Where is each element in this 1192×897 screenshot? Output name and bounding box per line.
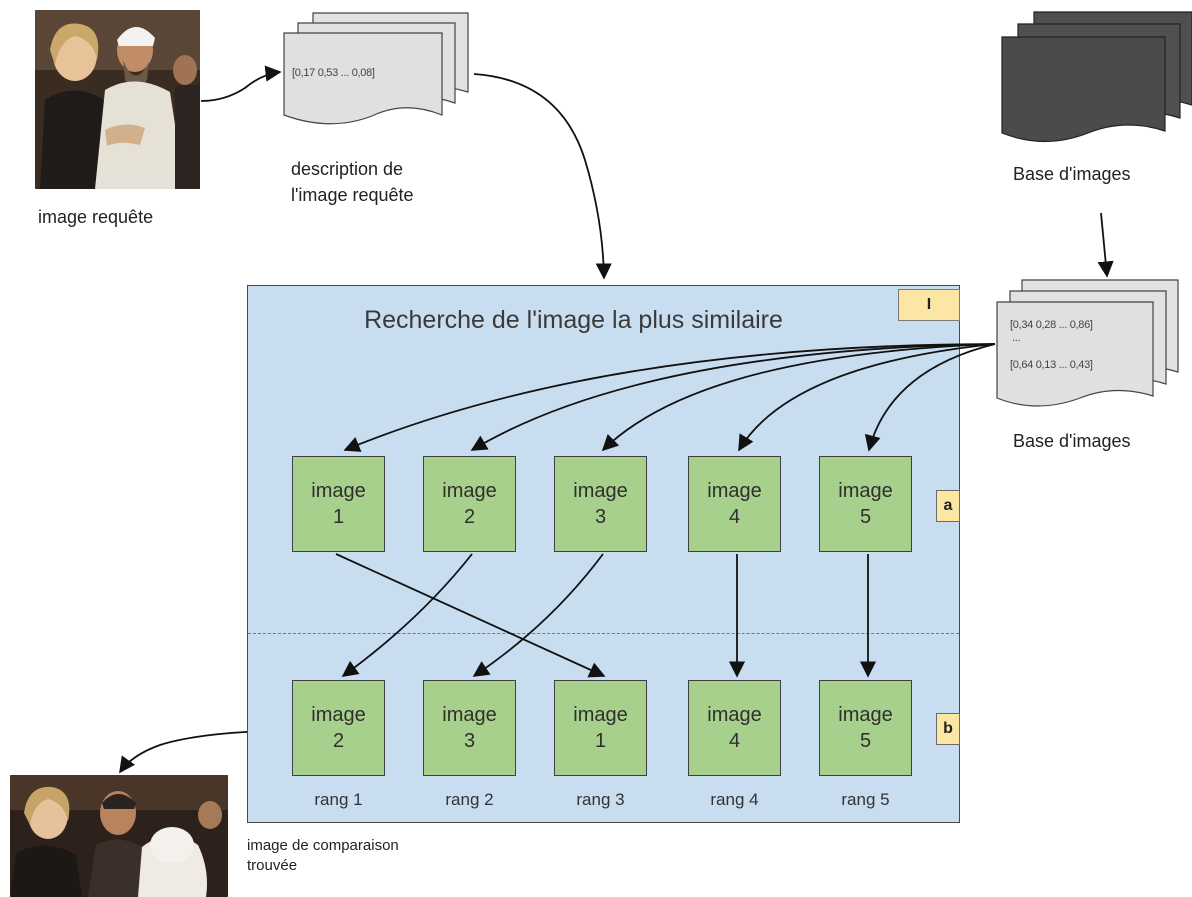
row-a-image-5: image 5 [819,456,912,552]
box-number: 1 [332,506,345,528]
box-number: 2 [463,506,476,528]
box-word: image [442,704,497,726]
row-a-image-4: image 4 [688,456,781,552]
box-number: 5 [859,730,872,752]
box-number: 4 [728,730,741,752]
database-vector-1: [0,34 0,28 ... 0,86] [1010,319,1093,331]
tag-row-a: a [936,490,960,522]
box-word: image [838,704,893,726]
result-label-line2: trouvée [247,857,298,874]
row-divider [248,633,959,634]
box-word: image [707,480,762,502]
panel-title: Recherche de l'image la plus similaire [364,306,783,334]
query-description-line2: l'image requête [291,185,414,205]
tag-row-b: b [936,713,960,745]
database-bottom-label: Base d'images [1013,431,1131,451]
box-word: image [442,480,497,502]
database-top-label: Base d'images [1013,164,1131,184]
rank-label-1: rang 1 [314,790,363,809]
box-word: image [573,704,628,726]
row-b-image-4: image 4 [688,680,781,776]
database-vector-2: [0,64 0,13 ... 0,43] [1010,359,1093,371]
row-b-image-2: image 2 [292,680,385,776]
tag-step-i: I [898,289,960,321]
query-image-label: image requête [38,207,154,227]
rank-label-3: rang 3 [576,790,625,809]
row-a-image-3: image 3 [554,456,647,552]
rank-label-5: rang 5 [841,790,890,809]
box-word: image [707,704,762,726]
box-word: image [311,704,366,726]
box-word: image [311,480,366,502]
box-word: image [573,480,628,502]
query-description-line1: description de [291,159,404,179]
rank-label-2: rang 2 [445,790,494,809]
database-ellipsis: ... [1012,332,1021,344]
row-b-image-5: image 5 [819,680,912,776]
row-a-image-2: image 2 [423,456,516,552]
arrow-query-to-description [200,65,282,102]
result-label-line1: image de comparaison [247,837,399,854]
database-descriptor-doc [996,279,1179,407]
query-description-doc [283,12,469,125]
box-number: 1 [594,730,607,752]
box-number: 3 [594,506,607,528]
box-number: 3 [463,730,476,752]
query-vector: [0,17 0,53 ... 0,08] [292,67,375,79]
row-b-image-1: image 1 [554,680,647,776]
row-b-image-3: image 3 [423,680,516,776]
box-number: 5 [859,506,872,528]
rank-label-4: rang 4 [710,790,759,809]
result-photo [10,775,228,897]
image-database-stack [1001,11,1192,143]
arrow-database-to-descriptors [1097,212,1114,278]
box-number: 2 [332,730,345,752]
query-photo [35,10,200,189]
row-a-image-1: image 1 [292,456,385,552]
box-number: 4 [728,506,741,528]
arrow-description-to-search [473,73,612,280]
box-word: image [838,480,893,502]
